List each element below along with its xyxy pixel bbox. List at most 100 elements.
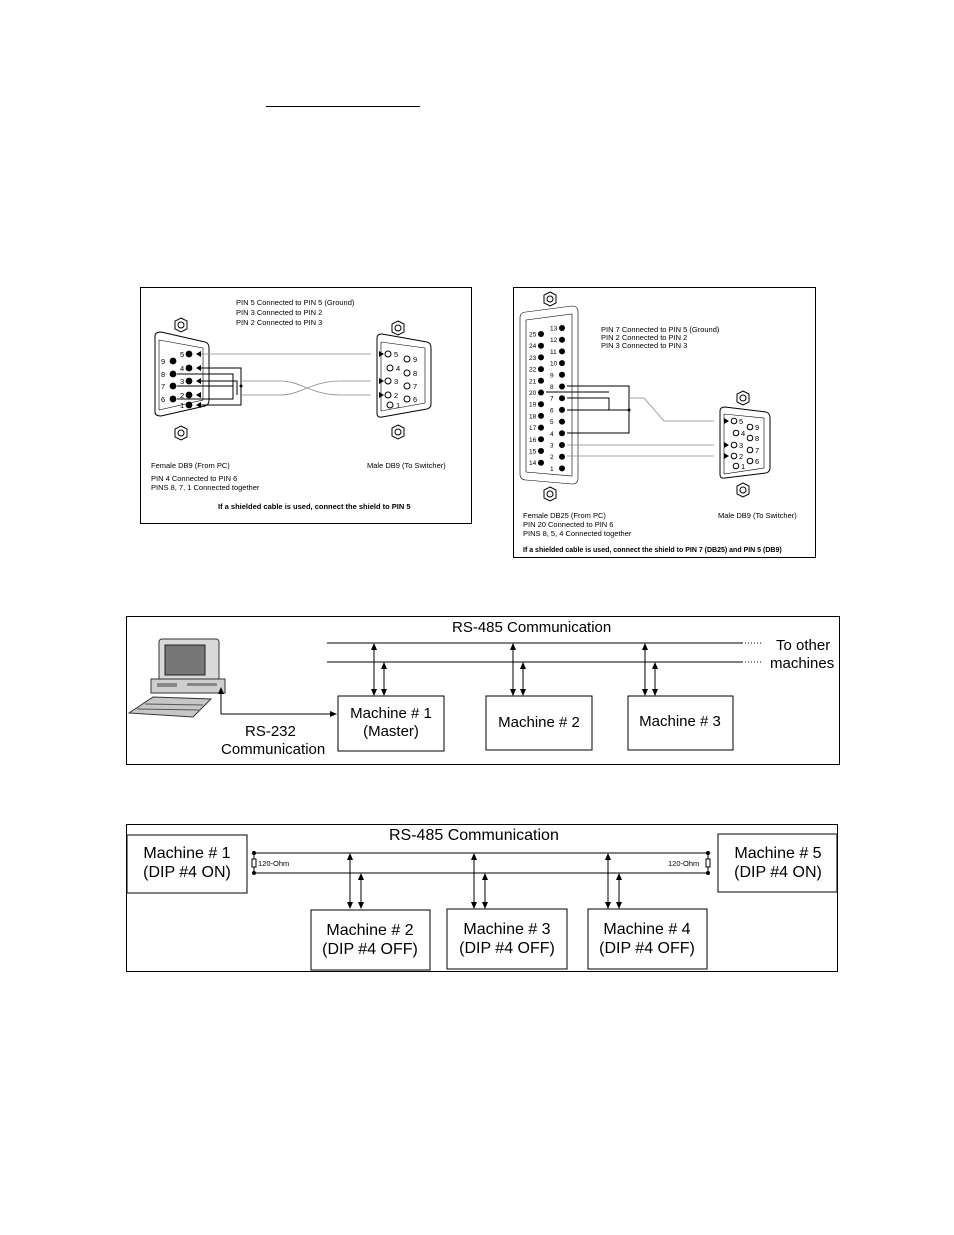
pin-label: 19 — [529, 402, 537, 409]
pin-label: 9 — [161, 357, 165, 366]
pin-label: 17 — [529, 425, 537, 432]
pin-label: 4 — [741, 429, 745, 438]
pin-label: 20 — [529, 390, 537, 397]
machine-2-label: Machine # 2 — [498, 714, 580, 731]
pin-label: 4 — [396, 364, 400, 373]
pin-label: 8 — [413, 369, 417, 378]
pin-label: 4 — [550, 431, 554, 438]
resistor-icon — [705, 858, 711, 868]
db25-pin — [538, 459, 544, 466]
other-machines-label: To other — [776, 637, 830, 654]
pin-label: 25 — [529, 332, 537, 339]
pin-label: 2 — [180, 391, 184, 400]
db25-pin — [559, 325, 565, 331]
screw-icon — [543, 486, 557, 502]
female-db9-connector: 5 4 3 2 1 9 8 7 6 — [154, 317, 210, 441]
pin-label: 5 — [550, 419, 554, 426]
pin-label: 7 — [161, 382, 165, 391]
pin-label: 2 — [394, 391, 398, 400]
db25-pin — [559, 348, 565, 355]
heading-underline — [266, 106, 420, 107]
bottom-note-1: PIN 4 Connected to PIN 6 — [151, 474, 237, 483]
db25-pin — [559, 418, 565, 425]
pin-label: 3 — [550, 443, 554, 450]
screw-icon — [736, 390, 750, 406]
db25-pin — [559, 406, 565, 413]
pin-label: 11 — [550, 349, 557, 356]
pin-label: 3 — [739, 441, 743, 450]
machine-3-dip: (DIP #4 OFF) — [459, 940, 555, 957]
db25-pin — [538, 366, 544, 373]
db25-pin — [538, 331, 544, 337]
pin-label: 23 — [529, 355, 537, 362]
pin-label: 14 — [529, 460, 537, 467]
db25-wiring-svg: PIN 7 Connected to PIN 5 (Ground) PIN 2 … — [519, 291, 797, 554]
db25-pin — [538, 354, 544, 361]
pin-label: 21 — [529, 378, 537, 385]
pin-label: 15 — [529, 449, 537, 456]
note-line-1: PIN 7 Connected to PIN 5 (Ground) — [601, 325, 720, 334]
db25-pin — [538, 342, 544, 349]
db25-pin — [559, 430, 565, 437]
pin-label: 8 — [550, 384, 554, 391]
resistor-right-label: 120-Ohm — [668, 859, 699, 868]
pin-label: 7 — [755, 446, 759, 455]
screw-icon — [174, 425, 188, 441]
resistor-left-label: 120-Ohm — [258, 859, 289, 868]
screw-icon — [543, 291, 557, 307]
other-machines-label: machines — [770, 655, 834, 672]
note-line-3: PIN 2 Connected to PIN 3 — [236, 318, 322, 327]
pin-label: 5 — [180, 350, 184, 359]
pin-label: 6 — [550, 407, 554, 414]
db25-pin — [559, 465, 565, 472]
pin-label: 4 — [180, 364, 184, 373]
resistor-icon — [251, 858, 257, 868]
db25-pin — [559, 395, 565, 402]
machine-5-label: Machine # 5 — [734, 845, 821, 862]
pin-label: 9 — [550, 372, 554, 379]
db25-pin — [559, 442, 565, 448]
db25-pin — [538, 436, 544, 443]
note-line-1: PIN 5 Connected to PIN 5 (Ground) — [236, 298, 355, 307]
bottom-note-2: PINS 8, 7, 1 Connected together — [151, 483, 260, 492]
female-db9-caption: Female DB9 (From PC) — [151, 461, 230, 470]
male-db9-connector: 5 4 3 2 1 9 8 7 6 — [719, 390, 771, 498]
bus-taps — [347, 853, 622, 909]
machine-1-label: Machine # 1 — [143, 845, 230, 862]
pin-label: 5 — [394, 350, 398, 359]
screw-icon — [391, 320, 405, 336]
machine-4-dip: (DIP #4 OFF) — [599, 940, 695, 957]
db25-pin — [559, 383, 565, 390]
pin-label: 10 — [550, 361, 558, 368]
db25-pin — [538, 377, 544, 384]
rs232-label: RS-232 — [245, 723, 296, 740]
db25-pin — [559, 453, 565, 460]
machine-5-dip: (DIP #4 ON) — [734, 864, 822, 881]
db9-wiring-diagram: PIN 5 Connected to PIN 5 (Ground) PIN 3 … — [140, 287, 472, 524]
db25-pin — [559, 336, 565, 343]
pin-label: 6 — [755, 457, 759, 466]
pin-label: 1 — [396, 401, 400, 410]
diagram-title: RS-485 Communication — [389, 827, 559, 844]
machine-4-label: Machine # 4 — [603, 921, 690, 938]
note-line-3: PIN 3 Connected to PIN 3 — [601, 341, 687, 350]
note-line-2: PIN 2 Connected to PIN 2 — [601, 333, 687, 342]
db25-pin — [559, 371, 565, 378]
bottom-note-1: PIN 20 Connected to PIN 6 — [523, 520, 613, 529]
db25-pin — [559, 360, 565, 367]
pin-label: 12 — [550, 337, 558, 344]
pin-label: 18 — [529, 413, 537, 420]
pin-label: 3 — [180, 377, 184, 386]
male-db9-caption: Male DB9 (To Switcher) — [718, 511, 797, 520]
pin-label: 2 — [550, 454, 554, 461]
pin-label: 2 — [739, 452, 743, 461]
screw-icon — [736, 482, 750, 498]
shield-note: If a shielded cable is used, connect the… — [218, 502, 411, 511]
pin-label: 3 — [394, 377, 398, 386]
bottom-note-2: PINS 8, 5, 4 Connected together — [523, 529, 632, 538]
pin-label: 1 — [180, 401, 184, 410]
pin-label: 1 — [741, 462, 745, 471]
pin-label: 24 — [529, 343, 537, 350]
pin-label: 5 — [739, 417, 743, 426]
machine-1-role: (Master) — [363, 723, 419, 740]
